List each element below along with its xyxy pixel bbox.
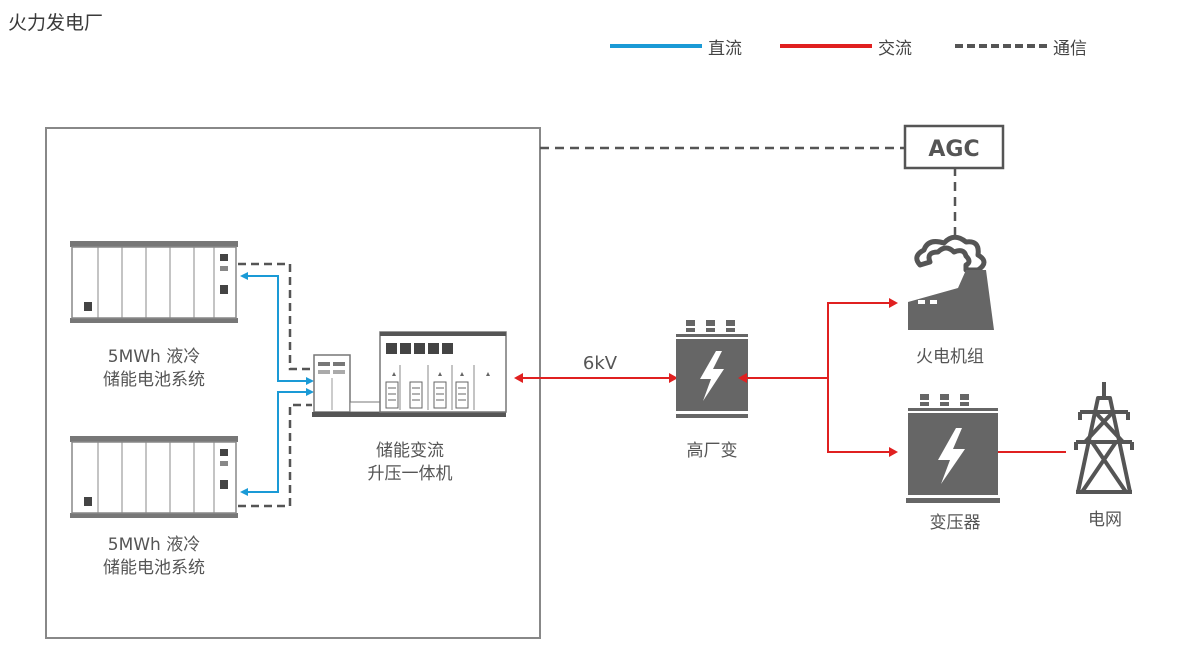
voltage-label: 6kV (582, 353, 618, 374)
agc-box (903, 124, 1005, 170)
legend-item-ac: 交流 (780, 34, 920, 59)
transmission-tower-icon (1074, 382, 1134, 494)
transformer-icon (906, 394, 1000, 503)
thermal-unit-label: 火电机组 (916, 347, 984, 367)
battery-cabinet-icon (70, 241, 238, 323)
legend-label-dc: 直流 (708, 39, 742, 59)
grid-label: 电网 (1088, 510, 1122, 530)
plant-transformer-label: 高厂变 (686, 441, 738, 461)
battery-top-label-line2: 储能电池系统 (103, 370, 205, 390)
battery-top-label: 5MWh 液冷 储能电池系统 (64, 346, 244, 392)
dc-lines (244, 275, 312, 493)
legend-swatch-ac (780, 44, 872, 48)
legend-label-ac: 交流 (878, 39, 912, 59)
power-plant-icon (908, 234, 994, 330)
battery-bottom-label-line1: 5MWh 液冷 (107, 535, 201, 555)
pcs-label-line2: 升压一体机 (367, 464, 453, 484)
legend-item-comm: 通信 (955, 34, 1115, 59)
legend-item-dc: 直流 (610, 34, 750, 59)
page-title: 火力发电厂 (8, 12, 104, 34)
transformer-icon (676, 320, 748, 418)
legend-label-comm: 通信 (1053, 39, 1087, 59)
agc-label: AGC (928, 137, 979, 162)
legend-swatch-comm (955, 44, 1047, 48)
pcs-label: 储能变流 升压一体机 (340, 440, 480, 486)
ac-branch-arrowheads (738, 298, 898, 457)
battery-bottom-label-line2: 储能电池系统 (103, 558, 205, 578)
ac-arrowhead (669, 373, 678, 383)
ac-branch-lines (744, 302, 1066, 453)
dc-arrowheads (240, 272, 314, 496)
plant-boundary (45, 127, 541, 639)
battery-bottom-label: 5MWh 液冷 储能电池系统 (64, 534, 244, 580)
ac-arrowhead (514, 373, 523, 383)
battery-comm-lines (238, 262, 312, 508)
battery-top-label-line1: 5MWh 液冷 (107, 347, 201, 367)
battery-cabinet-icon (70, 436, 238, 518)
legend-swatch-dc (610, 44, 702, 48)
lightning-bolt-icon (938, 428, 965, 484)
pcs-cabinet-icon (312, 331, 507, 417)
lightning-bolt-icon (700, 351, 724, 401)
transformer-label: 变压器 (929, 513, 981, 533)
pcs-label-line1: 储能变流 (376, 441, 444, 461)
